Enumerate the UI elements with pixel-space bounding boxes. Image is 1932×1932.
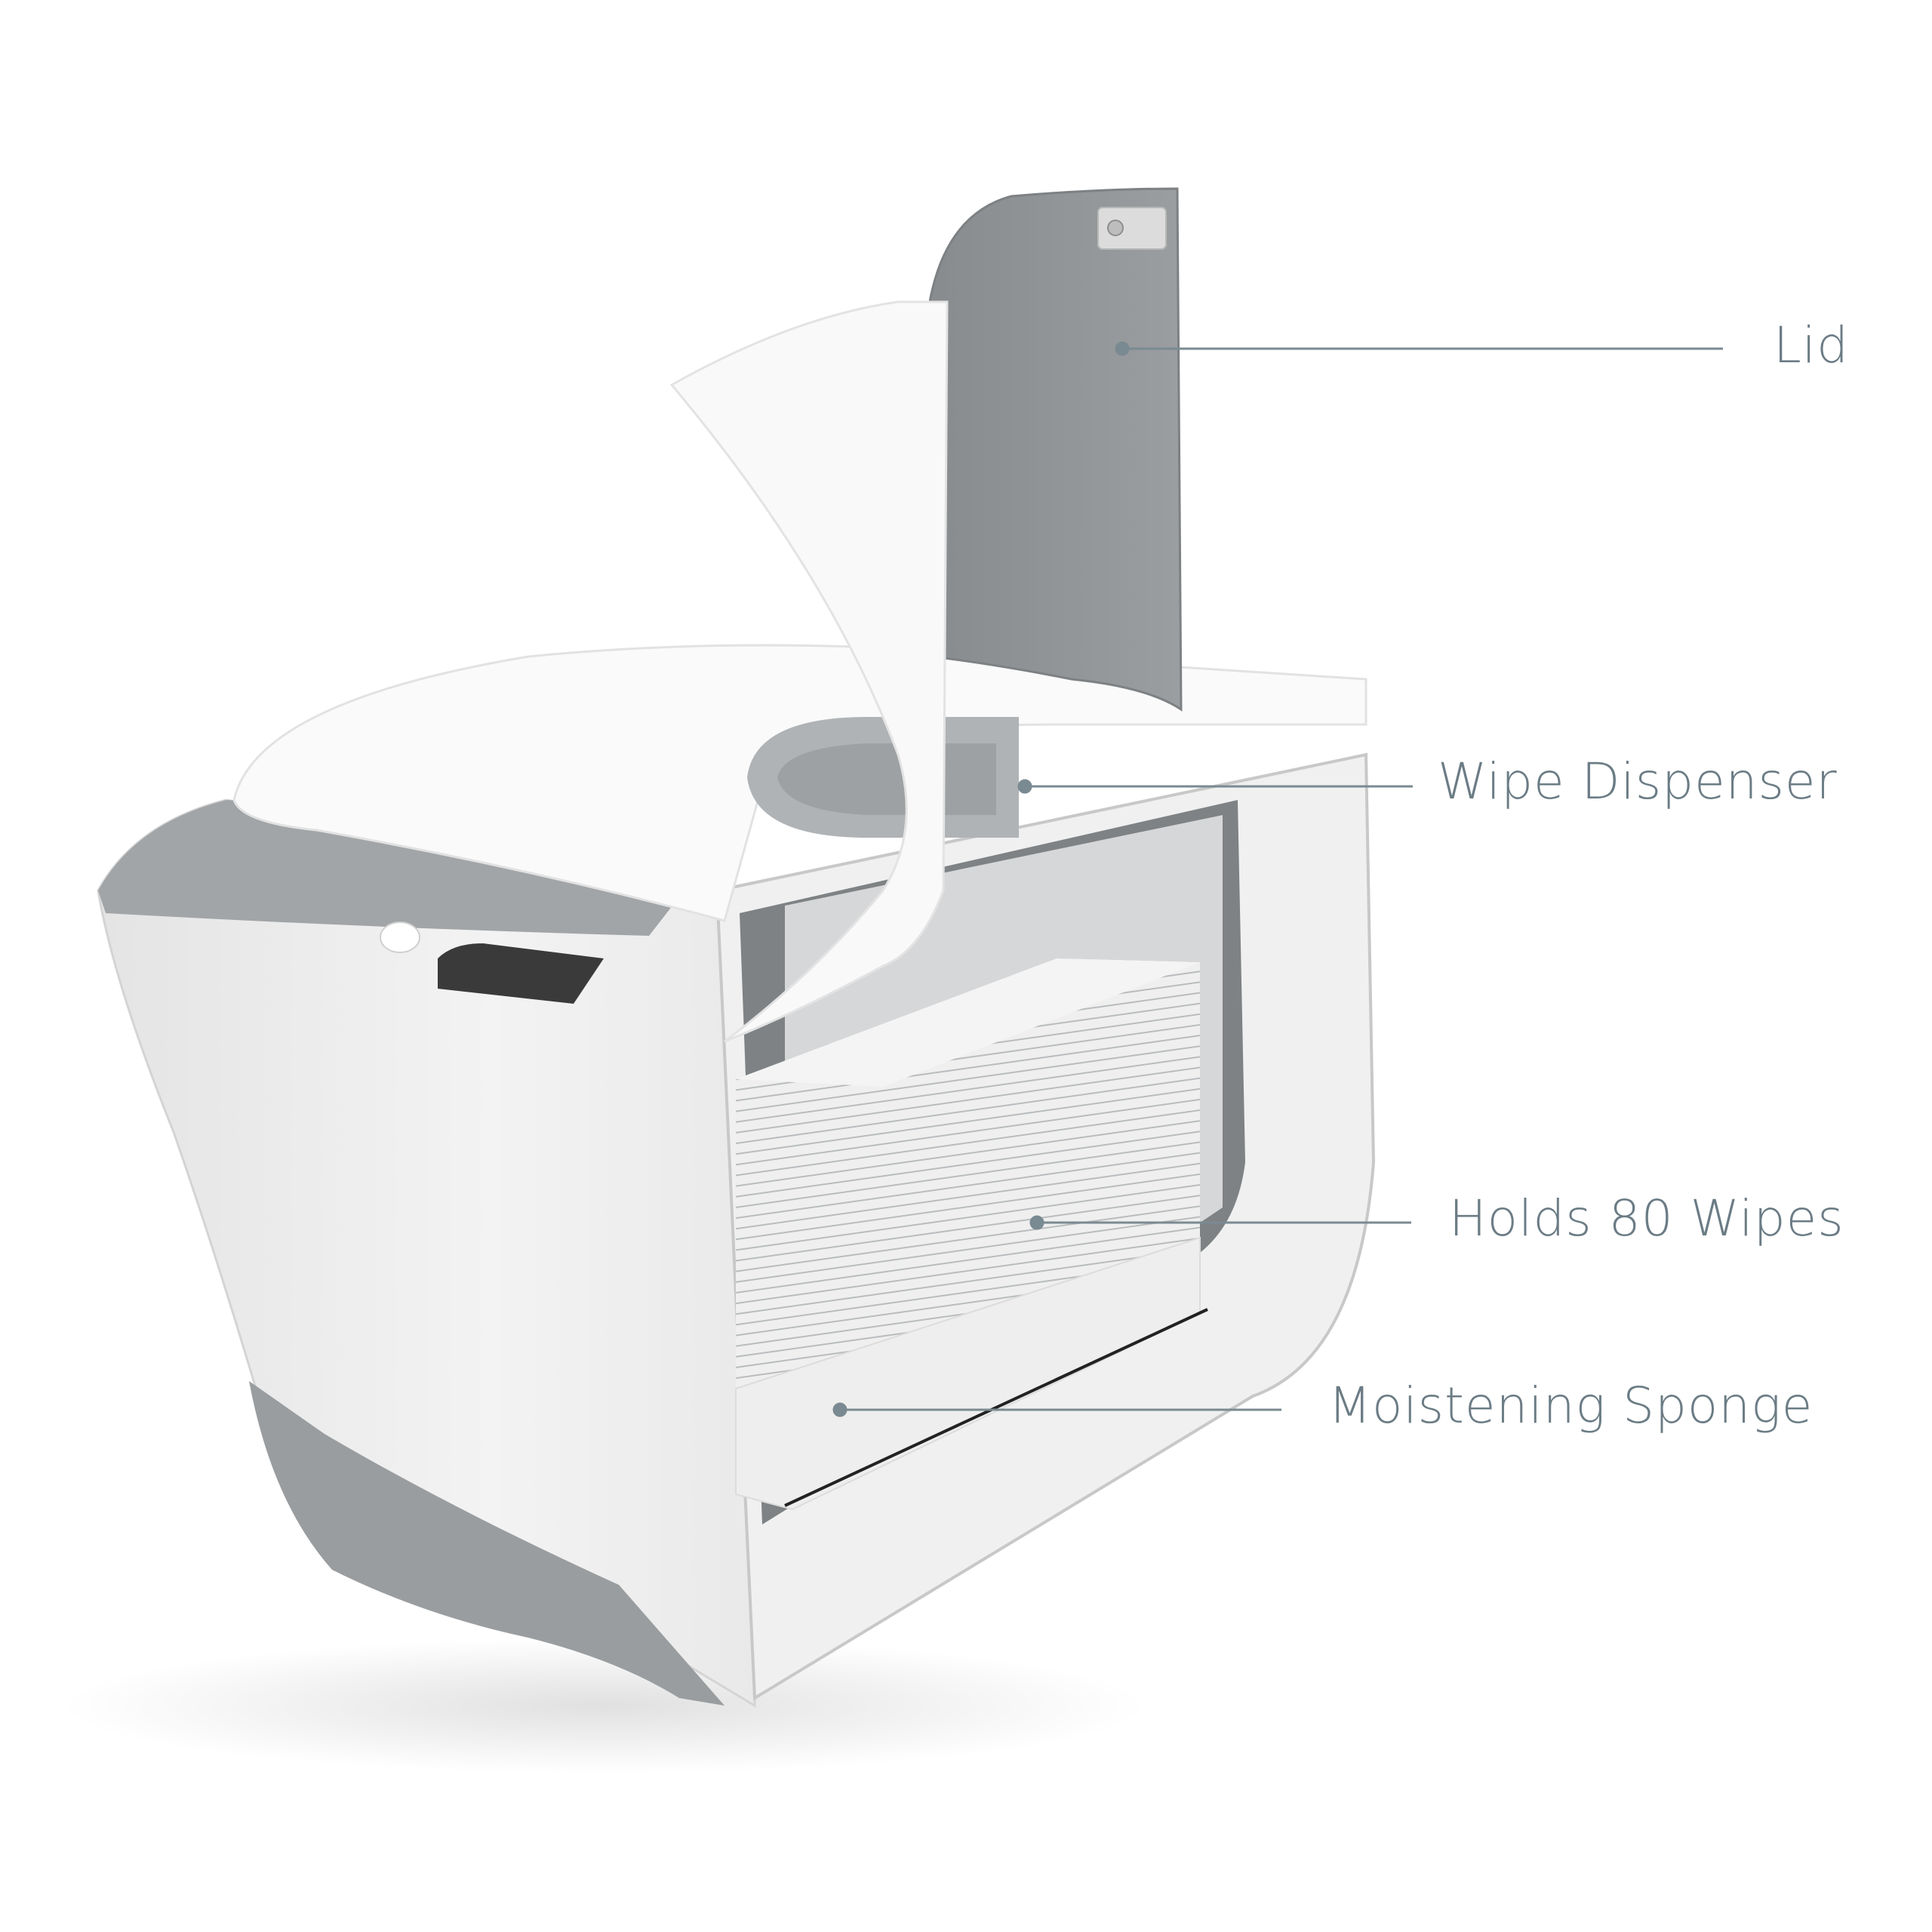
dispenser-opening <box>777 743 996 815</box>
release-button[interactable] <box>380 921 420 953</box>
sponge-tray-edge <box>784 1308 1208 1507</box>
callout-dot-wipe-dispenser-icon <box>1017 779 1032 794</box>
callout-dot-holds-wipes-icon <box>1029 1215 1044 1230</box>
label-holds-wipes: Holds 80 Wipes <box>1449 1189 1844 1247</box>
label-lid: Lid <box>1774 316 1850 374</box>
slot-insert <box>438 943 604 1004</box>
lid-latch <box>1097 207 1167 250</box>
body-base-band <box>249 1381 724 1706</box>
sponge <box>735 1236 1201 1511</box>
lid[interactable] <box>923 187 1183 712</box>
latch-screw-icon <box>1107 220 1124 236</box>
callouts <box>832 341 1723 1417</box>
label-wipe-dispenser: Wipe Dispenser <box>1438 752 1838 811</box>
wipe-stack-top <box>736 958 1200 1087</box>
ground-shadow <box>60 1638 1147 1774</box>
callout-dot-lid-icon <box>1115 341 1130 356</box>
label-moistening-sponge: Moistening Sponge <box>1328 1377 1814 1435</box>
callout-dot-moistening-sponge-icon <box>832 1402 848 1417</box>
wipe-sheet[interactable] <box>669 300 949 1043</box>
